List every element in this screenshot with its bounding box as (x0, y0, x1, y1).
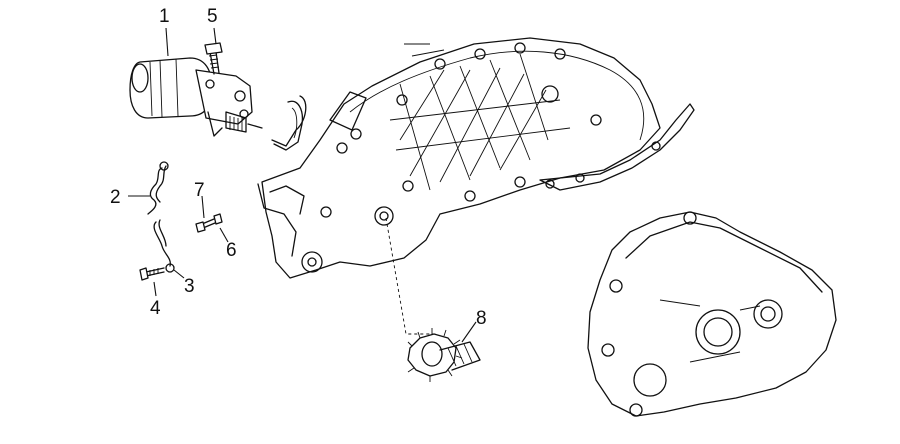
starter-motor (129, 57, 263, 137)
starter-gear (407, 328, 481, 382)
wiring-lead (147, 161, 175, 273)
transmission-cover (587, 211, 837, 417)
small-bolt (195, 213, 223, 233)
callout-5: 5 (207, 6, 218, 27)
lead-bolt (139, 267, 165, 281)
callout-6: 6 (226, 240, 237, 261)
callout-7: 7 (194, 180, 205, 201)
leader-lines (128, 27, 477, 343)
callout-3: 3 (184, 276, 195, 297)
crankcase (257, 37, 695, 279)
gasket-fragment (273, 100, 304, 151)
callout-4: 4 (150, 298, 161, 319)
callout-8: 8 (476, 308, 487, 329)
callout-2: 2 (110, 187, 121, 208)
starter-bolt (204, 42, 223, 75)
callout-1: 1 (159, 6, 170, 27)
